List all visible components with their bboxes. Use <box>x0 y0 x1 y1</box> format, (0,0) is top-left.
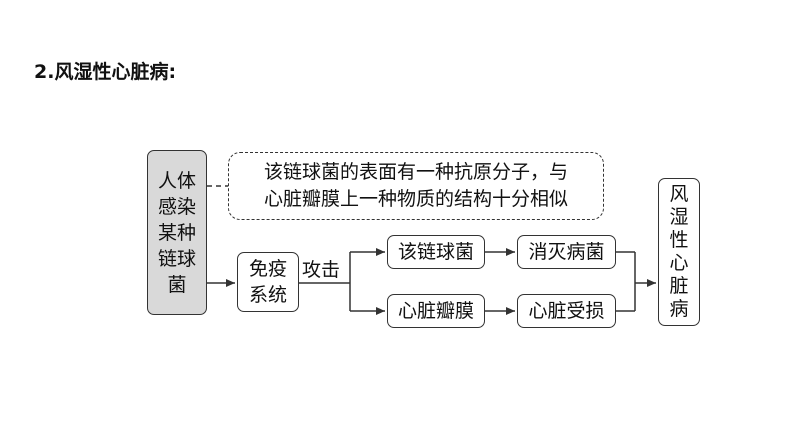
valve-box: 心脏瓣膜 <box>387 294 485 328</box>
note-box: 该链球菌的表面有一种抗原分子，与 心脏瓣膜上一种物质的结构十分相似 <box>228 152 604 220</box>
attack-label: 攻击 <box>302 259 341 281</box>
destroy-label: 消灭病菌 <box>528 241 605 263</box>
infection-box: 人体感染某种链球菌 <box>147 150 207 315</box>
damage-label: 心脏受损 <box>528 300 605 322</box>
strep-label: 该链球菌 <box>397 241 474 263</box>
disease-box: 风湿性心脏病 <box>658 178 700 326</box>
strep-box: 该链球菌 <box>387 235 485 269</box>
destroy-box: 消灭病菌 <box>517 235 616 269</box>
immune-system-label: 免疫系统 <box>248 258 287 306</box>
valve-label: 心脏瓣膜 <box>397 300 474 322</box>
damage-box: 心脏受损 <box>517 294 616 328</box>
infection-label: 人体感染某种链球菌 <box>157 169 196 296</box>
note-line-1: 该链球菌的表面有一种抗原分子，与 <box>263 161 568 183</box>
section-title: 2.风湿性心脏病: <box>34 61 177 83</box>
note-line-2: 心脏瓣膜上一种物质的结构十分相似 <box>263 188 568 210</box>
immune-system-box: 免疫系统 <box>237 252 299 312</box>
disease-label: 风湿性心脏病 <box>669 183 689 320</box>
